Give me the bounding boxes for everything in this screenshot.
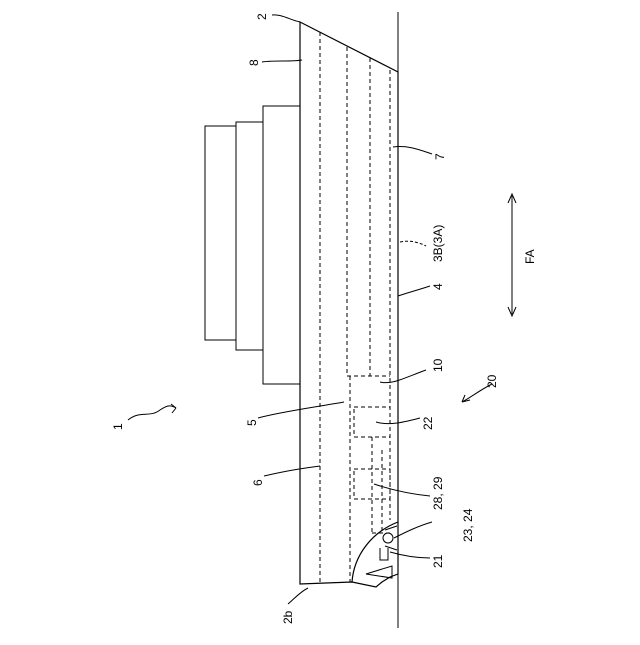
cabin-block-3 xyxy=(205,126,236,340)
label-2: 2 xyxy=(255,13,269,20)
cabin-block-1 xyxy=(263,106,300,384)
label-1: 1 xyxy=(111,423,125,430)
label-10: 10 xyxy=(431,358,445,372)
label-6: 6 xyxy=(251,479,265,486)
label-fa: FA xyxy=(523,249,537,264)
component-22-box xyxy=(354,407,390,437)
bumper-wedge xyxy=(366,566,392,578)
label-7: 7 xyxy=(433,153,447,160)
cabin-block-2 xyxy=(236,122,263,350)
wheel-arch-inner xyxy=(380,548,388,560)
label-3b-3a: 3B(3A) xyxy=(431,225,445,262)
label-21: 21 xyxy=(431,554,445,568)
label-2b: 2b xyxy=(281,610,295,624)
label-4: 4 xyxy=(431,283,445,290)
sensor-23-24-icon xyxy=(383,533,393,543)
label-8: 8 xyxy=(247,59,261,66)
vehicle-body-outline xyxy=(300,22,398,587)
interior-dashed-lines xyxy=(320,32,390,584)
leader-lines xyxy=(128,15,492,604)
label-5: 5 xyxy=(245,419,259,426)
sensor-21-icon xyxy=(385,526,397,550)
reference-labels: 2 8 7 3B(3A) FA 4 10 20 1 5 22 6 28, 29 … xyxy=(111,13,537,624)
label-22: 22 xyxy=(421,416,435,430)
label-28-29: 28, 29 xyxy=(431,476,445,510)
label-23-24: 23, 24 xyxy=(461,508,475,542)
label-20: 20 xyxy=(485,374,499,388)
